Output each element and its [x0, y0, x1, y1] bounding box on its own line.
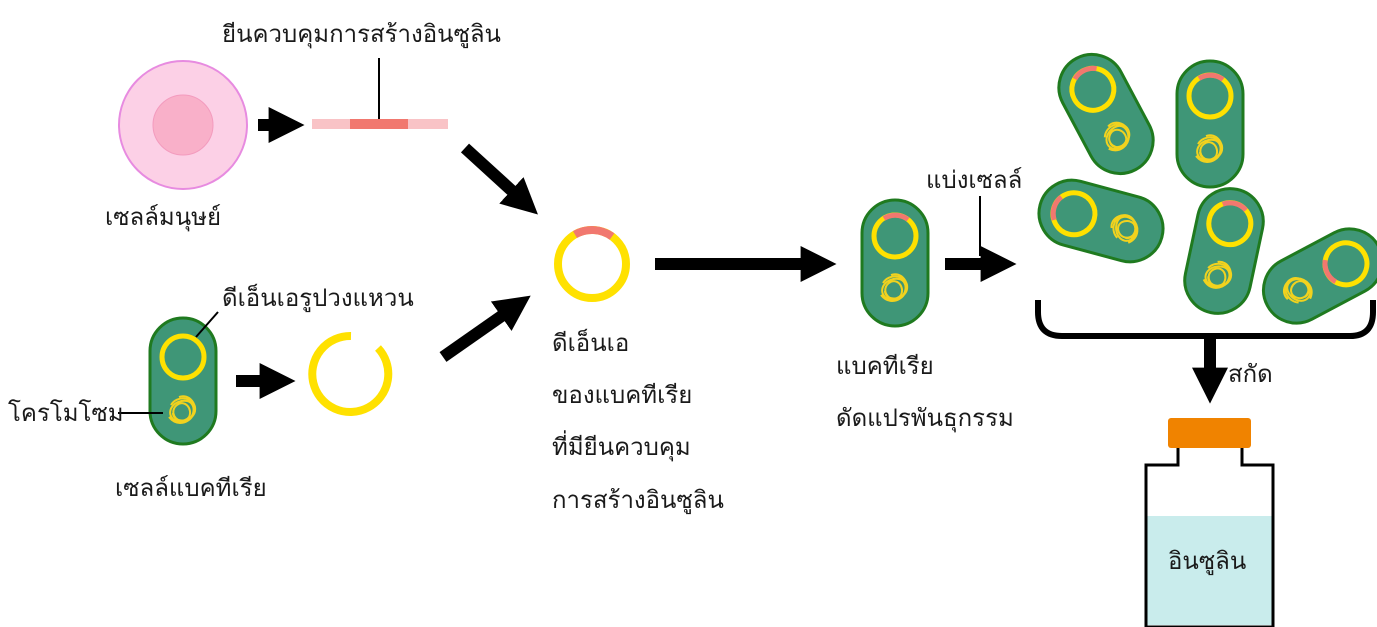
- insulin-label: อินซูลิน: [1168, 547, 1247, 575]
- recombinant-plasmid-ring: [554, 226, 630, 302]
- colony-bacterium-5: [1262, 227, 1377, 325]
- colony-bracket: [1035, 300, 1376, 339]
- gene-label: ยีนควบคุมการสร้างอินซูลิน: [222, 20, 501, 48]
- human-dna-strand: [312, 58, 448, 129]
- human-cell: [118, 60, 248, 190]
- bacterium-plasmid: [159, 333, 207, 381]
- insulin-liquid: [1147, 516, 1272, 625]
- transgenic-label-line-1: แบคทีเรีย: [836, 352, 934, 380]
- human-cell-nucleus: [152, 94, 214, 156]
- transgenic-plasmid: [871, 212, 919, 260]
- recombinant-plasmid: [554, 226, 630, 302]
- arrow-plasmid-to-recombinant: [439, 295, 531, 362]
- recombinant-dna-line-2: ของแบคทีเรีย: [552, 381, 693, 409]
- cut-plasmid: [308, 331, 393, 416]
- arrow-gene-to-plasmid: [460, 143, 538, 215]
- plasmid-pointer-line: [195, 311, 219, 338]
- bottle-cap: [1168, 418, 1251, 448]
- division-label: แบ่งเซลล์: [926, 166, 1023, 194]
- colony-bacterium-1: [1057, 53, 1155, 175]
- transgenic-bacterium: [860, 198, 930, 328]
- recombinant-insulin-gene: [572, 226, 615, 240]
- transgenic-insulin-gene: [882, 212, 910, 222]
- recombinant-dna-line-1: ดีเอ็นเอ: [552, 329, 630, 357]
- bacteria-colony: [1037, 53, 1377, 325]
- bacterial-cell-label: เซลล์แบคทีเรีย: [115, 474, 267, 502]
- recombinant-dna-line-4: การสร้างอินซูลิน: [552, 486, 724, 514]
- insulin-gene-segment: [350, 119, 408, 129]
- chromosome-label: โครโมโซม: [8, 399, 124, 427]
- bacterium: [118, 311, 219, 446]
- extraction-label: สกัด: [1228, 360, 1273, 388]
- insulin-bottle: [1144, 418, 1275, 627]
- colony-bacterium-2: [1175, 59, 1245, 189]
- human-cell-label: เซลล์มนุษย์: [105, 203, 222, 231]
- plasmid-label: ดีเอ็นเอรูปวงแหวน: [222, 284, 414, 312]
- transgenic-label-line-2: ดัดแปรพันธุกรรม: [836, 404, 1014, 432]
- colony-bacterium-3: [1037, 178, 1165, 264]
- recombinant-dna-line-3: ที่มียีนควบคุม: [552, 433, 691, 461]
- colony-bacterium-4: [1183, 187, 1265, 315]
